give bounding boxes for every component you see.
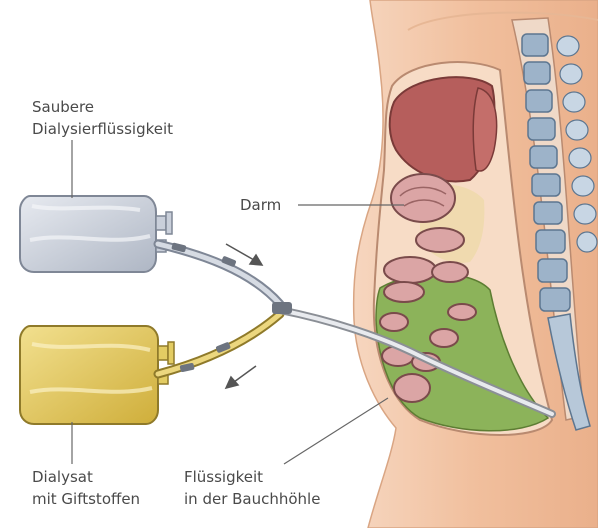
intestine-loop: [430, 329, 458, 347]
intestine-loop: [384, 257, 436, 283]
label-clean-fluid: Saubere Dialysierflüssigkeit: [32, 96, 173, 140]
label-clean-fluid-line1: Saubere: [32, 96, 173, 118]
intestine-loop: [391, 174, 455, 222]
intestine-loop: [384, 282, 424, 302]
label-intestine: Darm: [240, 194, 281, 216]
label-dialysate-line1: Dialysat: [32, 466, 140, 488]
intestine-loop: [380, 313, 408, 331]
label-abdominal-fluid-line1: Flüssigkeit: [184, 466, 320, 488]
intestine-loop: [416, 228, 464, 252]
intestine-loop: [432, 262, 468, 282]
label-abdominal-fluid-line2: in der Bauchhöhle: [184, 488, 320, 510]
label-dialysate-line2: mit Giftstoffen: [32, 488, 140, 510]
arrow-outflow: [226, 366, 256, 388]
dialysate-bag: [20, 326, 174, 424]
intestine-loop: [394, 374, 430, 402]
label-clean-fluid-line2: Dialysierflüssigkeit: [32, 118, 173, 140]
leader-abdominal-fluid: [284, 398, 388, 464]
clean-fluid-bag: [20, 196, 172, 272]
label-dialysate: Dialysat mit Giftstoffen: [32, 466, 140, 510]
intestine-loop: [448, 304, 476, 320]
label-abdominal-fluid: Flüssigkeit in der Bauchhöhle: [184, 466, 320, 510]
